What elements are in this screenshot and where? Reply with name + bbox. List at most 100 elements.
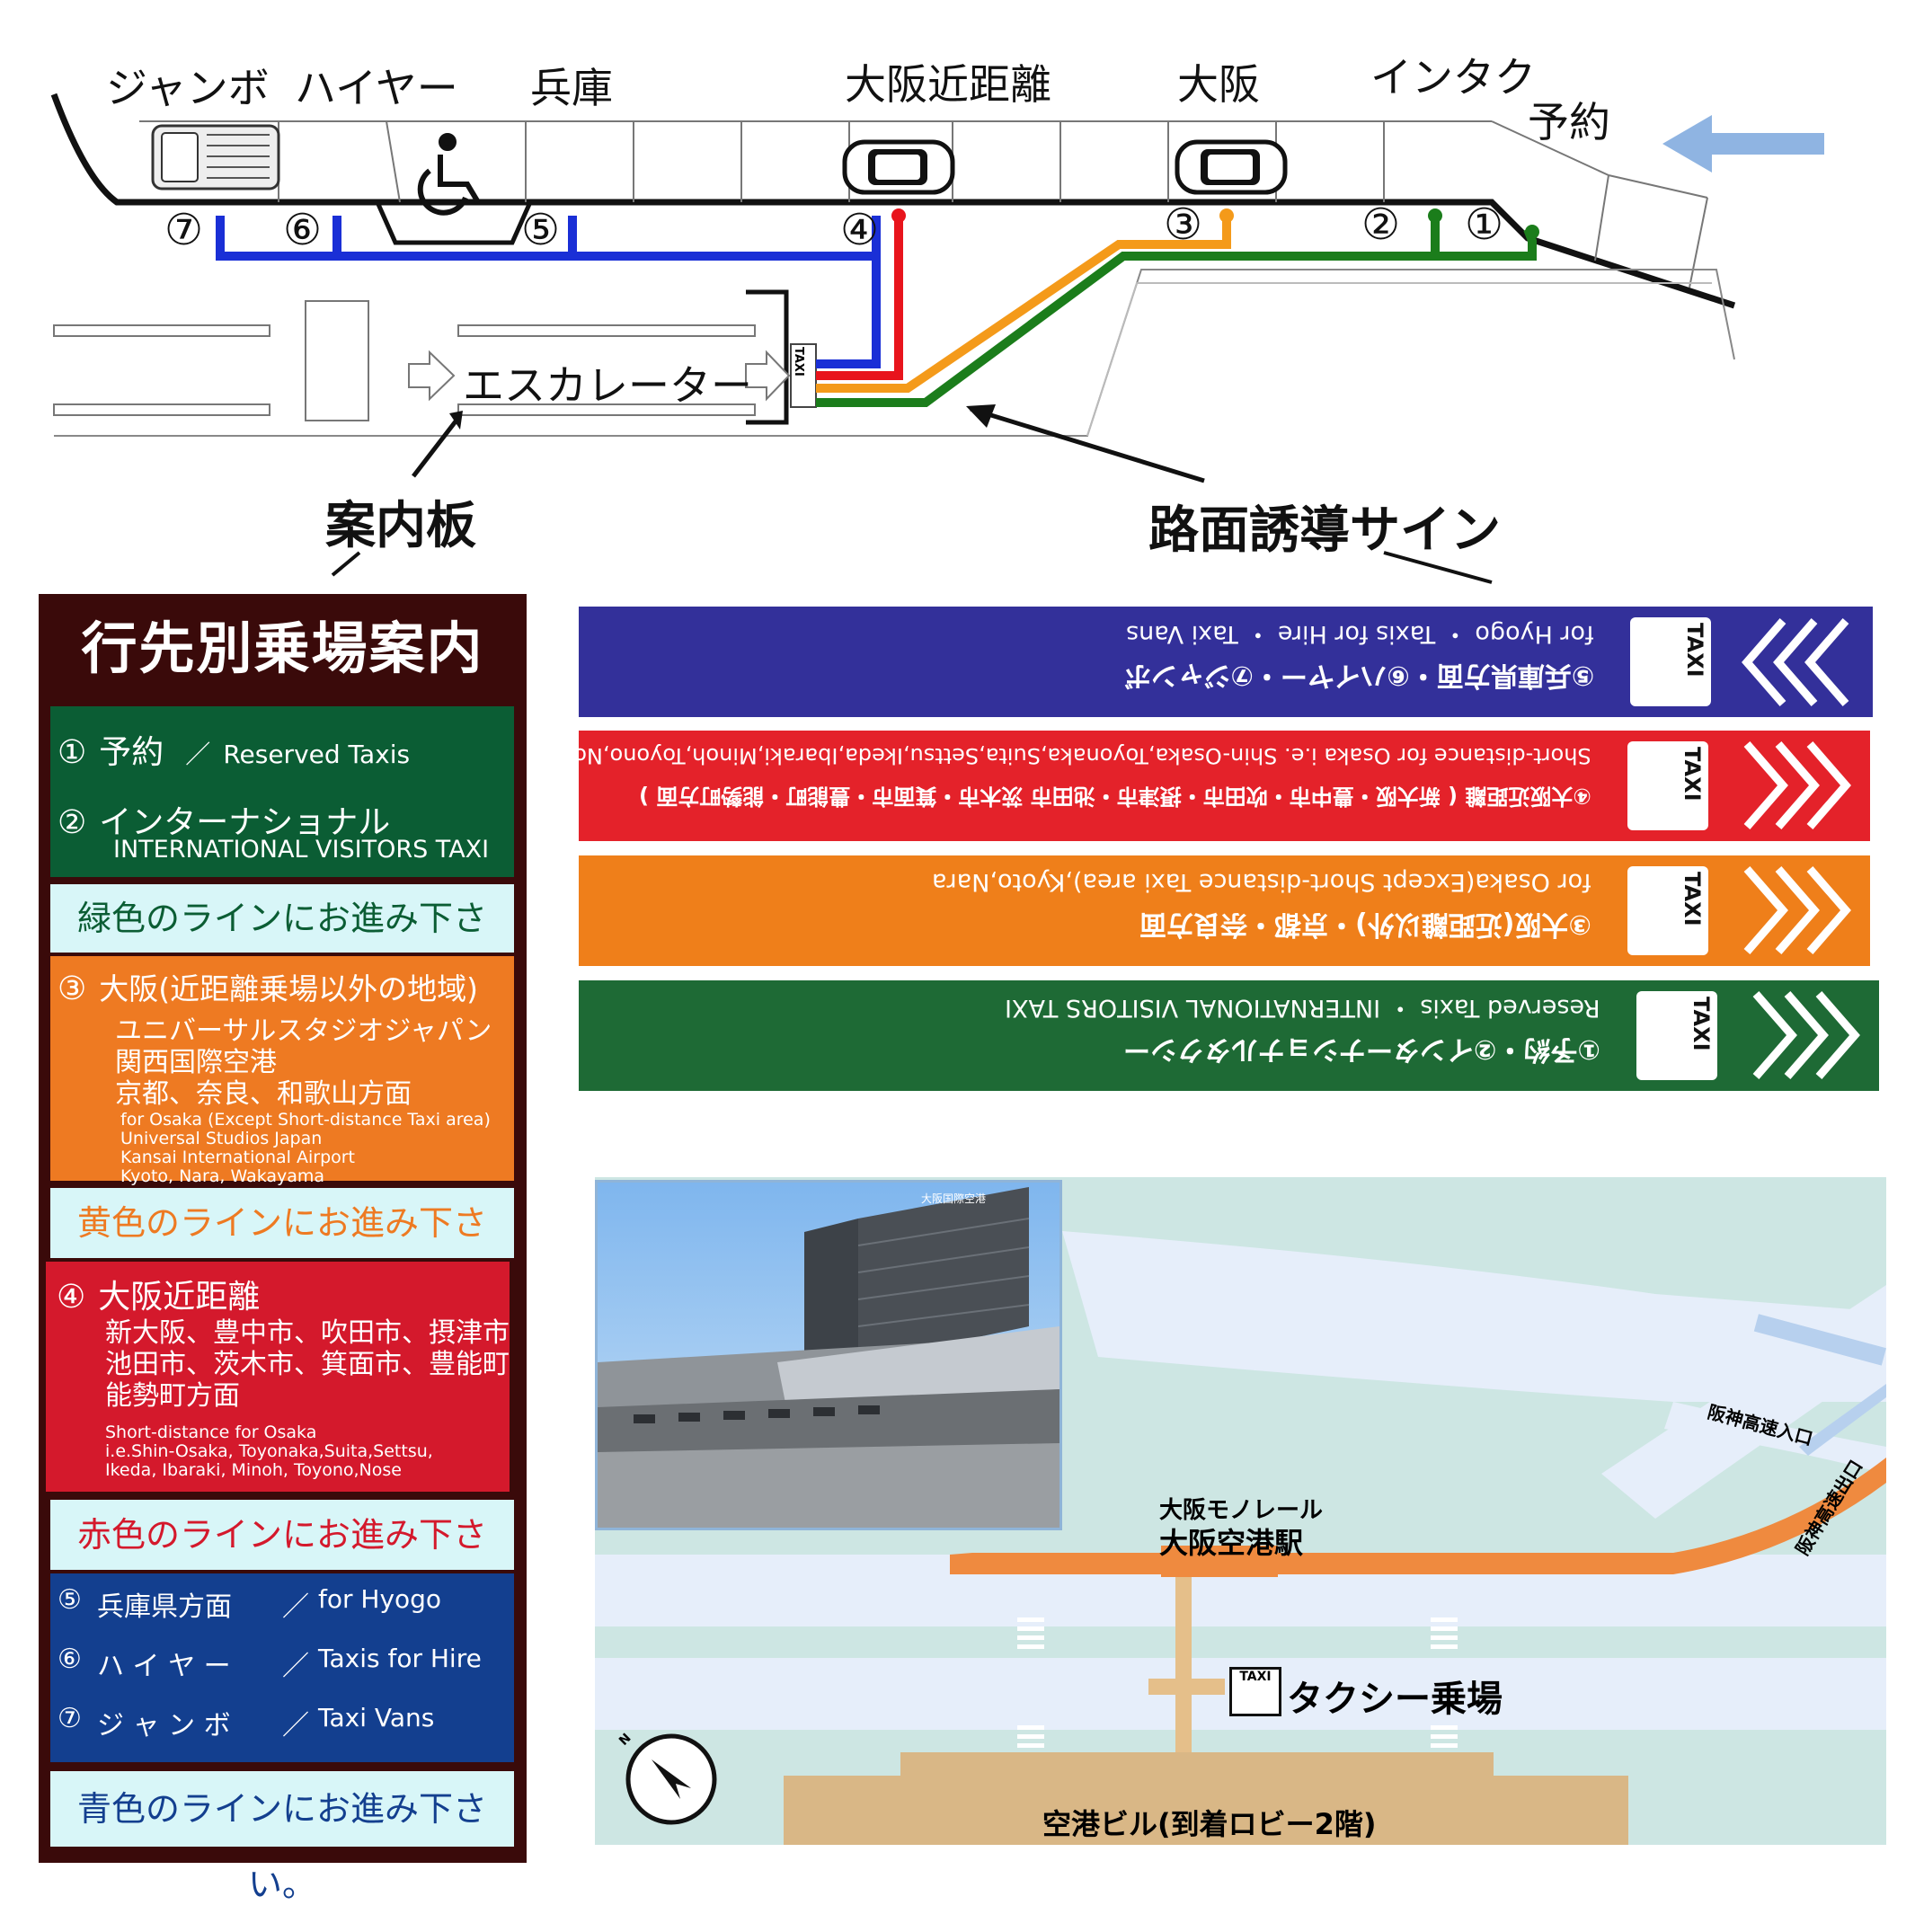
sign-line-jp: ①予約・②インターナショナルタクシー: [1123, 1033, 1600, 1065]
label-osaka-short: 大阪近距離: [845, 60, 1051, 109]
road-sign-blue: TAXI for Hyogo ・ Taxis for Hire ・ Taxi V…: [579, 607, 1873, 717]
orange-num: ③: [58, 970, 87, 1007]
traffic-direction-arrow: [1662, 115, 1824, 173]
taxi-stand-diagram: [50, 93, 1824, 584]
red-en-line: Ikeda, Ibaraki, Minoh, Toyono,Nose: [105, 1460, 402, 1480]
blue-item-num: ⑥: [58, 1644, 82, 1675]
airport-building: [784, 1752, 1628, 1845]
taxi-sign-icon: TAXI: [1627, 741, 1708, 830]
blue-section: ⑤ 兵庫県方面 ／ for Hyogo ⑥ ハ イ ヤ ー ／ Taxis fo…: [50, 1573, 514, 1762]
escalator-arrow-right: [745, 350, 791, 402]
label-hyogo: 兵庫: [530, 64, 613, 112]
green-item1-jp: 予約: [99, 734, 164, 771]
road-sign-orange: TAXI for Osaka(Except Short-distance Tax…: [579, 855, 1870, 966]
blue-item-num: ⑦: [58, 1703, 82, 1734]
stop-number-4: ④: [840, 205, 880, 255]
escalator-frame: [746, 289, 789, 425]
green-section: ① 予約 ／ Reserved Taxis ② インターナショナル INTERN…: [50, 706, 514, 877]
escalator-arrow-left: [408, 350, 456, 402]
station-name: 大阪空港駅: [1159, 1526, 1304, 1560]
guide-board-pointer: [412, 416, 460, 478]
terminal-photo-image: 大阪国際空港: [598, 1183, 1059, 1528]
photo-sign-text: 大阪国際空港: [921, 1192, 986, 1205]
red-en-line: Short-distance for Osaka: [105, 1422, 317, 1442]
red-section: ④ 大阪近距離 新大阪、豊中市、吹田市、摂津市 池田市、茨木市、箕面市、豊能町 …: [46, 1262, 510, 1492]
red-jp-line: 池田市、茨木市、箕面市、豊能町: [105, 1349, 510, 1380]
orange-jp-line: 関西国際空港: [115, 1047, 277, 1078]
blue-item-sep: ／: [282, 1710, 309, 1741]
taxi-stand-label: タクシー乗場: [1287, 1679, 1503, 1720]
blue-item-en: for Hyogo: [318, 1584, 442, 1614]
orange-en-line: for Osaka (Except Short-distance Taxi ar…: [120, 1110, 491, 1130]
green-item2-num: ②: [58, 804, 87, 841]
road-sign-red: TAXI Short-distance for Osaka i.e. Shin-…: [579, 731, 1870, 841]
blue-item-sep: ／: [282, 1591, 309, 1623]
label-reserved: 予約: [1528, 98, 1610, 146]
taxi-stand-icon: TAXI: [1229, 1667, 1281, 1716]
red-note: 赤色のラインにお進み下さい。: [50, 1500, 514, 1625]
terminal-photo: 大阪国際空港: [595, 1180, 1062, 1530]
road-sign-green: TAXI Reserved Taxis ・ INTERNATIONAL VISI…: [579, 980, 1879, 1091]
orange-en-line: Kansai International Airport: [120, 1148, 356, 1167]
red-en-line: i.e.Shin-Osaka, Toyonaka,Suita,Settsu,: [105, 1441, 433, 1461]
chevron-arrows-icon: [1752, 991, 1860, 1079]
compass-icon: [625, 1733, 717, 1825]
sign-line-jp: ③大阪(近距離以外)・京都・奈良方面: [1139, 908, 1591, 940]
stop-number-7: ⑦: [164, 205, 204, 255]
blue-item-sep: ／: [282, 1651, 309, 1682]
curb-line: [50, 93, 1736, 309]
blue-item-jp: 兵庫県方面: [97, 1591, 232, 1623]
stop-number-5: ⑤: [521, 205, 561, 255]
green-item2-en: INTERNATIONAL VISITORS TAXI: [113, 836, 490, 864]
van-icon: [151, 124, 280, 191]
orange-en-line: Universal Studios Japan: [120, 1129, 323, 1148]
orange-section: ③ 大阪(近距離乗場以外の地域) ユニバーサルスタジオジャパン 関西国際空港 京…: [50, 956, 514, 1186]
taxi-sign-icon: TAXI: [1627, 866, 1708, 955]
destination-guide-board: 行先別乗場案内 ① 予約 ／ Reserved Taxis ② インターナショナ…: [39, 594, 527, 1904]
red-title: 大阪近距離: [98, 1279, 261, 1316]
taxi-sign-icon: TAXI: [1630, 617, 1711, 706]
blue-item-jp: ジ ャ ン ボ: [97, 1710, 231, 1741]
sign-line-en: for Hyogo ・ Taxis for Hire ・ Taxi Vans: [1126, 620, 1594, 648]
orange-en-line: Kyoto, Nara, Wakayama: [120, 1166, 325, 1186]
airport-building-label: 空港ビル(到着ロビー2階): [1042, 1807, 1377, 1841]
green-item2-jp: インターナショナル: [99, 804, 391, 841]
sign-line-jp: ④大阪近距離 ( 新大阪・豊中市・吹田市・摂津市・池田市 茨木市・箕面市・豊能町…: [639, 784, 1591, 809]
car-icon-osaka: [1175, 139, 1288, 195]
taxi-sign-text: TAXI: [792, 347, 805, 377]
road-sign-label: 路面誘導サイン: [1148, 501, 1501, 560]
taxi-sign-icon: TAXI: [1636, 991, 1717, 1080]
red-guide-line: [816, 216, 903, 380]
orange-guide-line: [816, 216, 1231, 393]
monorail-name: 大阪モノレール: [1159, 1497, 1324, 1524]
label-osaka: 大阪: [1177, 60, 1260, 109]
label-hire: ハイヤー: [295, 64, 458, 112]
green-item1-num: ①: [58, 734, 87, 771]
red-num: ④: [57, 1279, 86, 1316]
label-intaku: インタク: [1370, 53, 1536, 102]
red-jp-line: 能勢町方面: [105, 1380, 240, 1412]
stop-number-6: ⑥: [283, 205, 323, 255]
monorail-line: [950, 1458, 1886, 1574]
orange-note: 黄色のラインにお進み下さい。: [50, 1188, 514, 1313]
blue-guide-line: [216, 216, 881, 368]
green-note: 緑色のラインにお進み下さい。: [50, 884, 514, 1006]
orange-jp-line: ユニバーサルスタジオジャパン: [115, 1015, 492, 1047]
guide-board-label: 案内板: [325, 497, 476, 555]
car-icon-osaka-short: [842, 139, 955, 195]
stop-number-2: ②: [1361, 199, 1401, 250]
orange-jp-line: 京都、奈良、和歌山方面: [115, 1078, 412, 1110]
chevron-arrows-icon: [1743, 866, 1851, 954]
green-item1-sep: ／: [185, 740, 211, 769]
label-jumbo: ジャンボ: [106, 64, 270, 112]
blue-note: 青色のラインにお進み下さい。: [50, 1771, 514, 1904]
orange-title: 大阪(近距離乗場以外の地域): [99, 971, 479, 1006]
sign-line-jp: ⑤兵庫県方面・⑥ハイヤー・⑦ジャンボ: [1123, 660, 1594, 691]
sign-line-en: for Osaka(Except Short-distance Taxi are…: [932, 868, 1591, 896]
stop-number-1: ①: [1465, 199, 1504, 250]
blue-item-jp: ハ イ ヤ ー: [97, 1651, 231, 1682]
blue-item-en: Taxi Vans: [318, 1703, 435, 1733]
stop-number-3: ③: [1164, 199, 1203, 250]
red-jp-line: 新大阪、豊中市、吹田市、摂津市: [105, 1317, 510, 1349]
blue-item-en: Taxis for Hire: [318, 1644, 482, 1673]
